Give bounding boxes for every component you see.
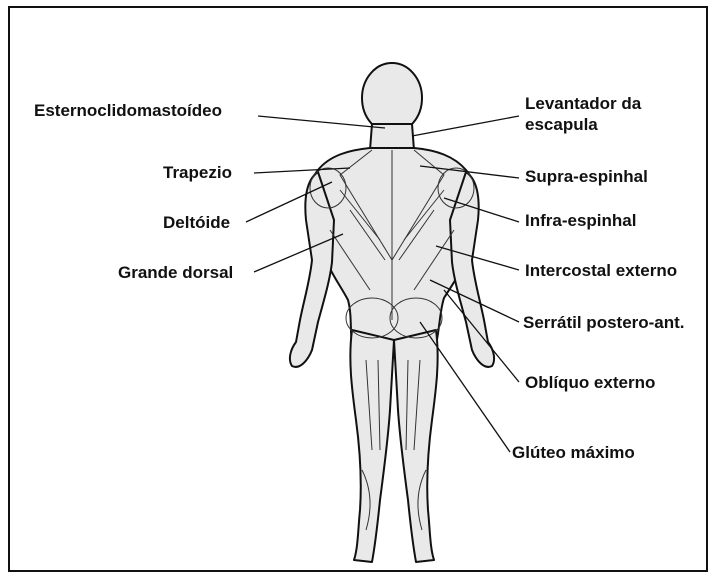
label-supra-espinhal: Supra-espinhal bbox=[525, 166, 648, 187]
label-infra-espinhal: Infra-espinhal bbox=[525, 210, 636, 231]
right-leg-shape bbox=[394, 330, 438, 562]
label-serratil-postero: Serrátil postero-ant. bbox=[523, 312, 685, 333]
leader-levantador-escapula bbox=[412, 116, 519, 136]
neck-shape bbox=[370, 124, 414, 150]
left-arm-shape bbox=[290, 172, 334, 367]
label-trapezio: Trapezio bbox=[163, 162, 232, 183]
label-deltoide: Deltóide bbox=[163, 212, 230, 233]
leader-esternocleidomastoideo bbox=[258, 116, 385, 128]
label-intercostal-externo: Intercostal externo bbox=[525, 260, 677, 281]
label-gluteo-maximo: Glúteo máximo bbox=[512, 442, 635, 463]
label-levantador-escapula: Levantador da escapula bbox=[525, 93, 695, 135]
head-shape bbox=[362, 63, 422, 133]
label-grande-dorsal: Grande dorsal bbox=[118, 262, 233, 283]
label-obliquo-externo: Oblíquo externo bbox=[525, 372, 655, 393]
right-arm-shape bbox=[450, 172, 494, 367]
label-esternocleidomastoideo: Esternoclidomastoídeo bbox=[34, 100, 222, 121]
